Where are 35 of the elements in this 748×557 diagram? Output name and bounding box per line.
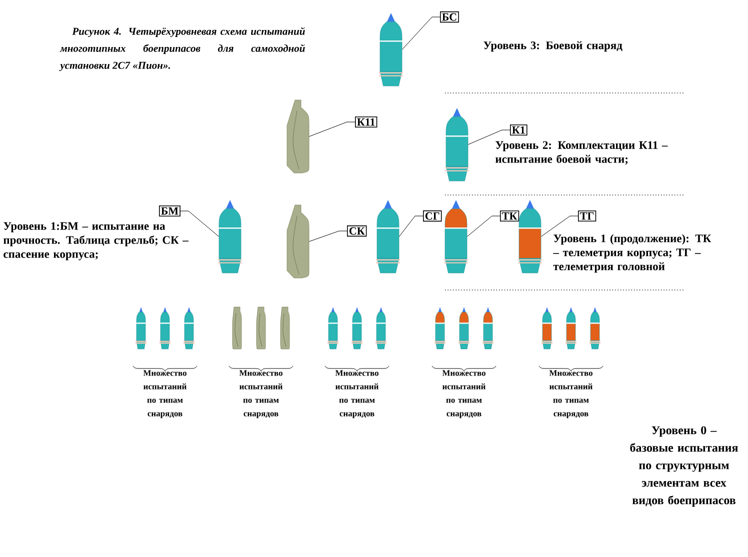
leader-line bbox=[308, 122, 356, 137]
leader-line bbox=[466, 216, 500, 237]
level-text: Уровень 0 – базовые испытания по структурным элементам всех видов боеприпасов bbox=[630, 426, 738, 507]
label-box: К1 bbox=[510, 124, 528, 136]
label-box: К11 bbox=[355, 116, 378, 128]
leader-line bbox=[398, 216, 424, 237]
shell-drawing bbox=[286, 100, 310, 174]
leader-line bbox=[180, 210, 220, 237]
shell-drawing bbox=[518, 200, 542, 274]
group-text: Множество испытаний по типам снарядов bbox=[143, 370, 186, 418]
label-box: ТГ bbox=[578, 210, 596, 222]
leader-line bbox=[402, 16, 440, 50]
shell-drawing bbox=[444, 200, 468, 274]
label-box: БС bbox=[440, 11, 459, 23]
label-box: СГ bbox=[423, 210, 442, 222]
group-text: Множество испытаний по типам снарядов bbox=[549, 370, 592, 418]
group-text: Множество испытаний по типам снарядов bbox=[442, 370, 486, 418]
group-text: Множество испытаний по типам снарядов bbox=[335, 370, 378, 418]
level-text: Уровень 1 (продолжение): ТК – телеметрия корпуса; ТГ – телеметрия головной bbox=[553, 234, 712, 273]
caption: Рисунок 4. Четырёхуровневая схема испытаний многотипных боеприпасов для самоходной установки 2С7 «Пион». bbox=[59, 27, 305, 72]
leader-line bbox=[468, 130, 510, 145]
shell-drawing bbox=[379, 13, 403, 86]
leader-line bbox=[308, 230, 348, 242]
shell-drawing bbox=[445, 108, 469, 182]
shell-drawing bbox=[286, 204, 310, 278]
level-text: Уровень 3: Боевой снаряд bbox=[484, 41, 622, 52]
level-text: Уровень 2: Комплектации К11 – испытание боевой части; bbox=[496, 141, 668, 165]
leader-line bbox=[540, 216, 578, 237]
level-text: Уровень 1:БМ – испытание на прочность. Таблица стрельб; СК – спасение корпуса; bbox=[4, 222, 189, 260]
shell-drawing bbox=[376, 200, 400, 274]
label-box: БМ bbox=[159, 206, 180, 216]
label-box: ТК bbox=[500, 210, 520, 222]
shell-drawing bbox=[218, 200, 242, 274]
label-box: СК bbox=[347, 225, 367, 237]
group-text: Множество испытаний по типам снарядов bbox=[239, 370, 282, 418]
